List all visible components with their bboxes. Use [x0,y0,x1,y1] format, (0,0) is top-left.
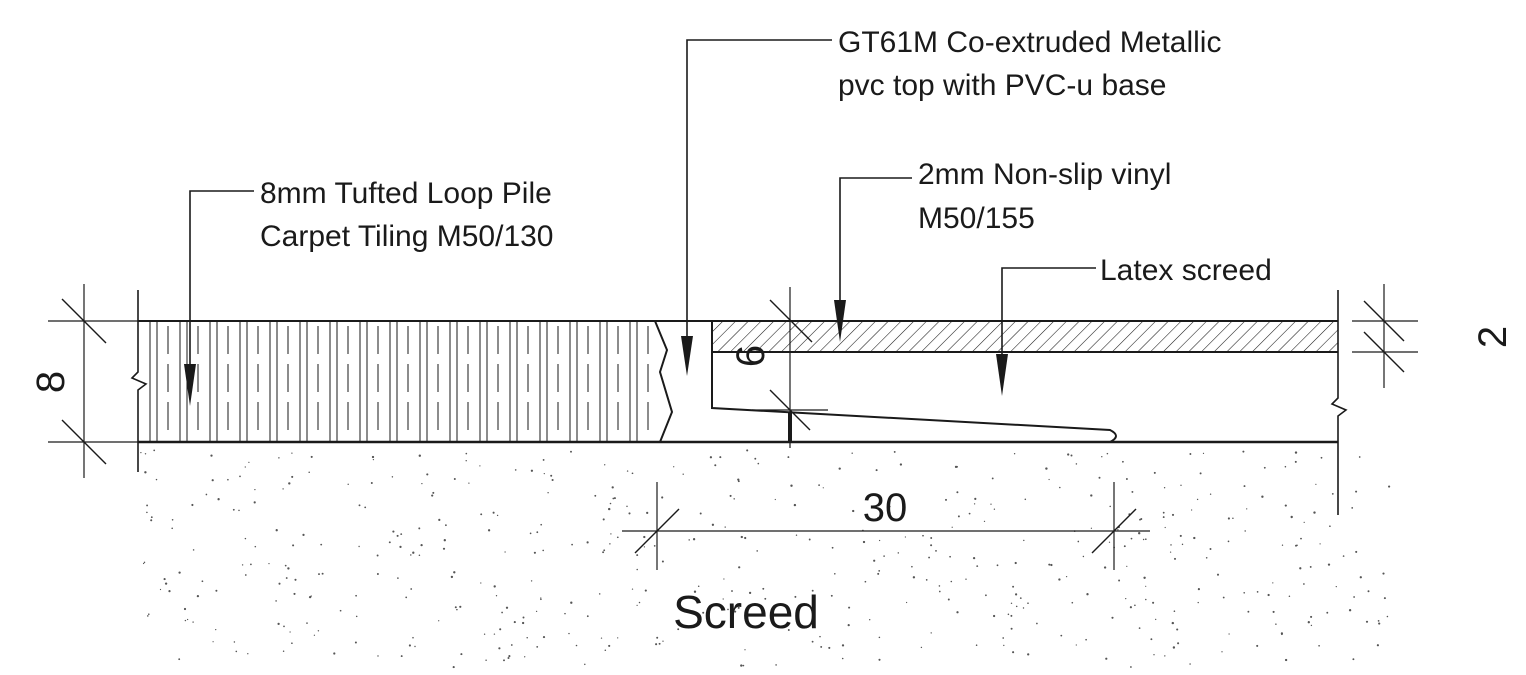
right-break-line [1330,290,1348,515]
dim-carpet-thickness-text: 8 [29,371,73,393]
latex-label: Latex screed [1100,254,1272,287]
carpet-label-line1: 8mm Tufted Loop Pile [260,177,552,210]
carpet-tile-layer [138,320,655,442]
carpet-label-line2: Carpet Tiling M50/130 [260,220,554,253]
dim-vinyl-thickness-text: 2 [1471,326,1515,348]
dim-nosing-width-text: 30 [863,486,908,530]
left-break-line [130,290,148,472]
dim-nosing-height [752,287,828,448]
vinyl-label-line2: M50/155 [918,202,1035,235]
screed-stipple [140,449,1391,669]
vinyl-layer [712,320,1338,353]
dim-nosing-width [622,482,1150,570]
gt61m-label-line2: pvc top with PVC-u base [838,69,1167,102]
dim-vinyl-thickness [1352,284,1418,388]
dim-nosing-height-text: 6 [729,345,773,367]
gt61m-leader [681,39,832,376]
screed-label: Screed [673,586,819,638]
latex-leader [996,267,1096,396]
gt61m-label-line1: GT61M Co-extruded Metallic [838,26,1221,59]
carpet-leader [184,190,254,406]
carpet-pile-lines [149,321,649,442]
vinyl-label-line1: 2mm Non-slip vinyl [918,158,1171,191]
vinyl-leader [834,177,912,342]
dim-carpet-thickness [48,284,138,478]
